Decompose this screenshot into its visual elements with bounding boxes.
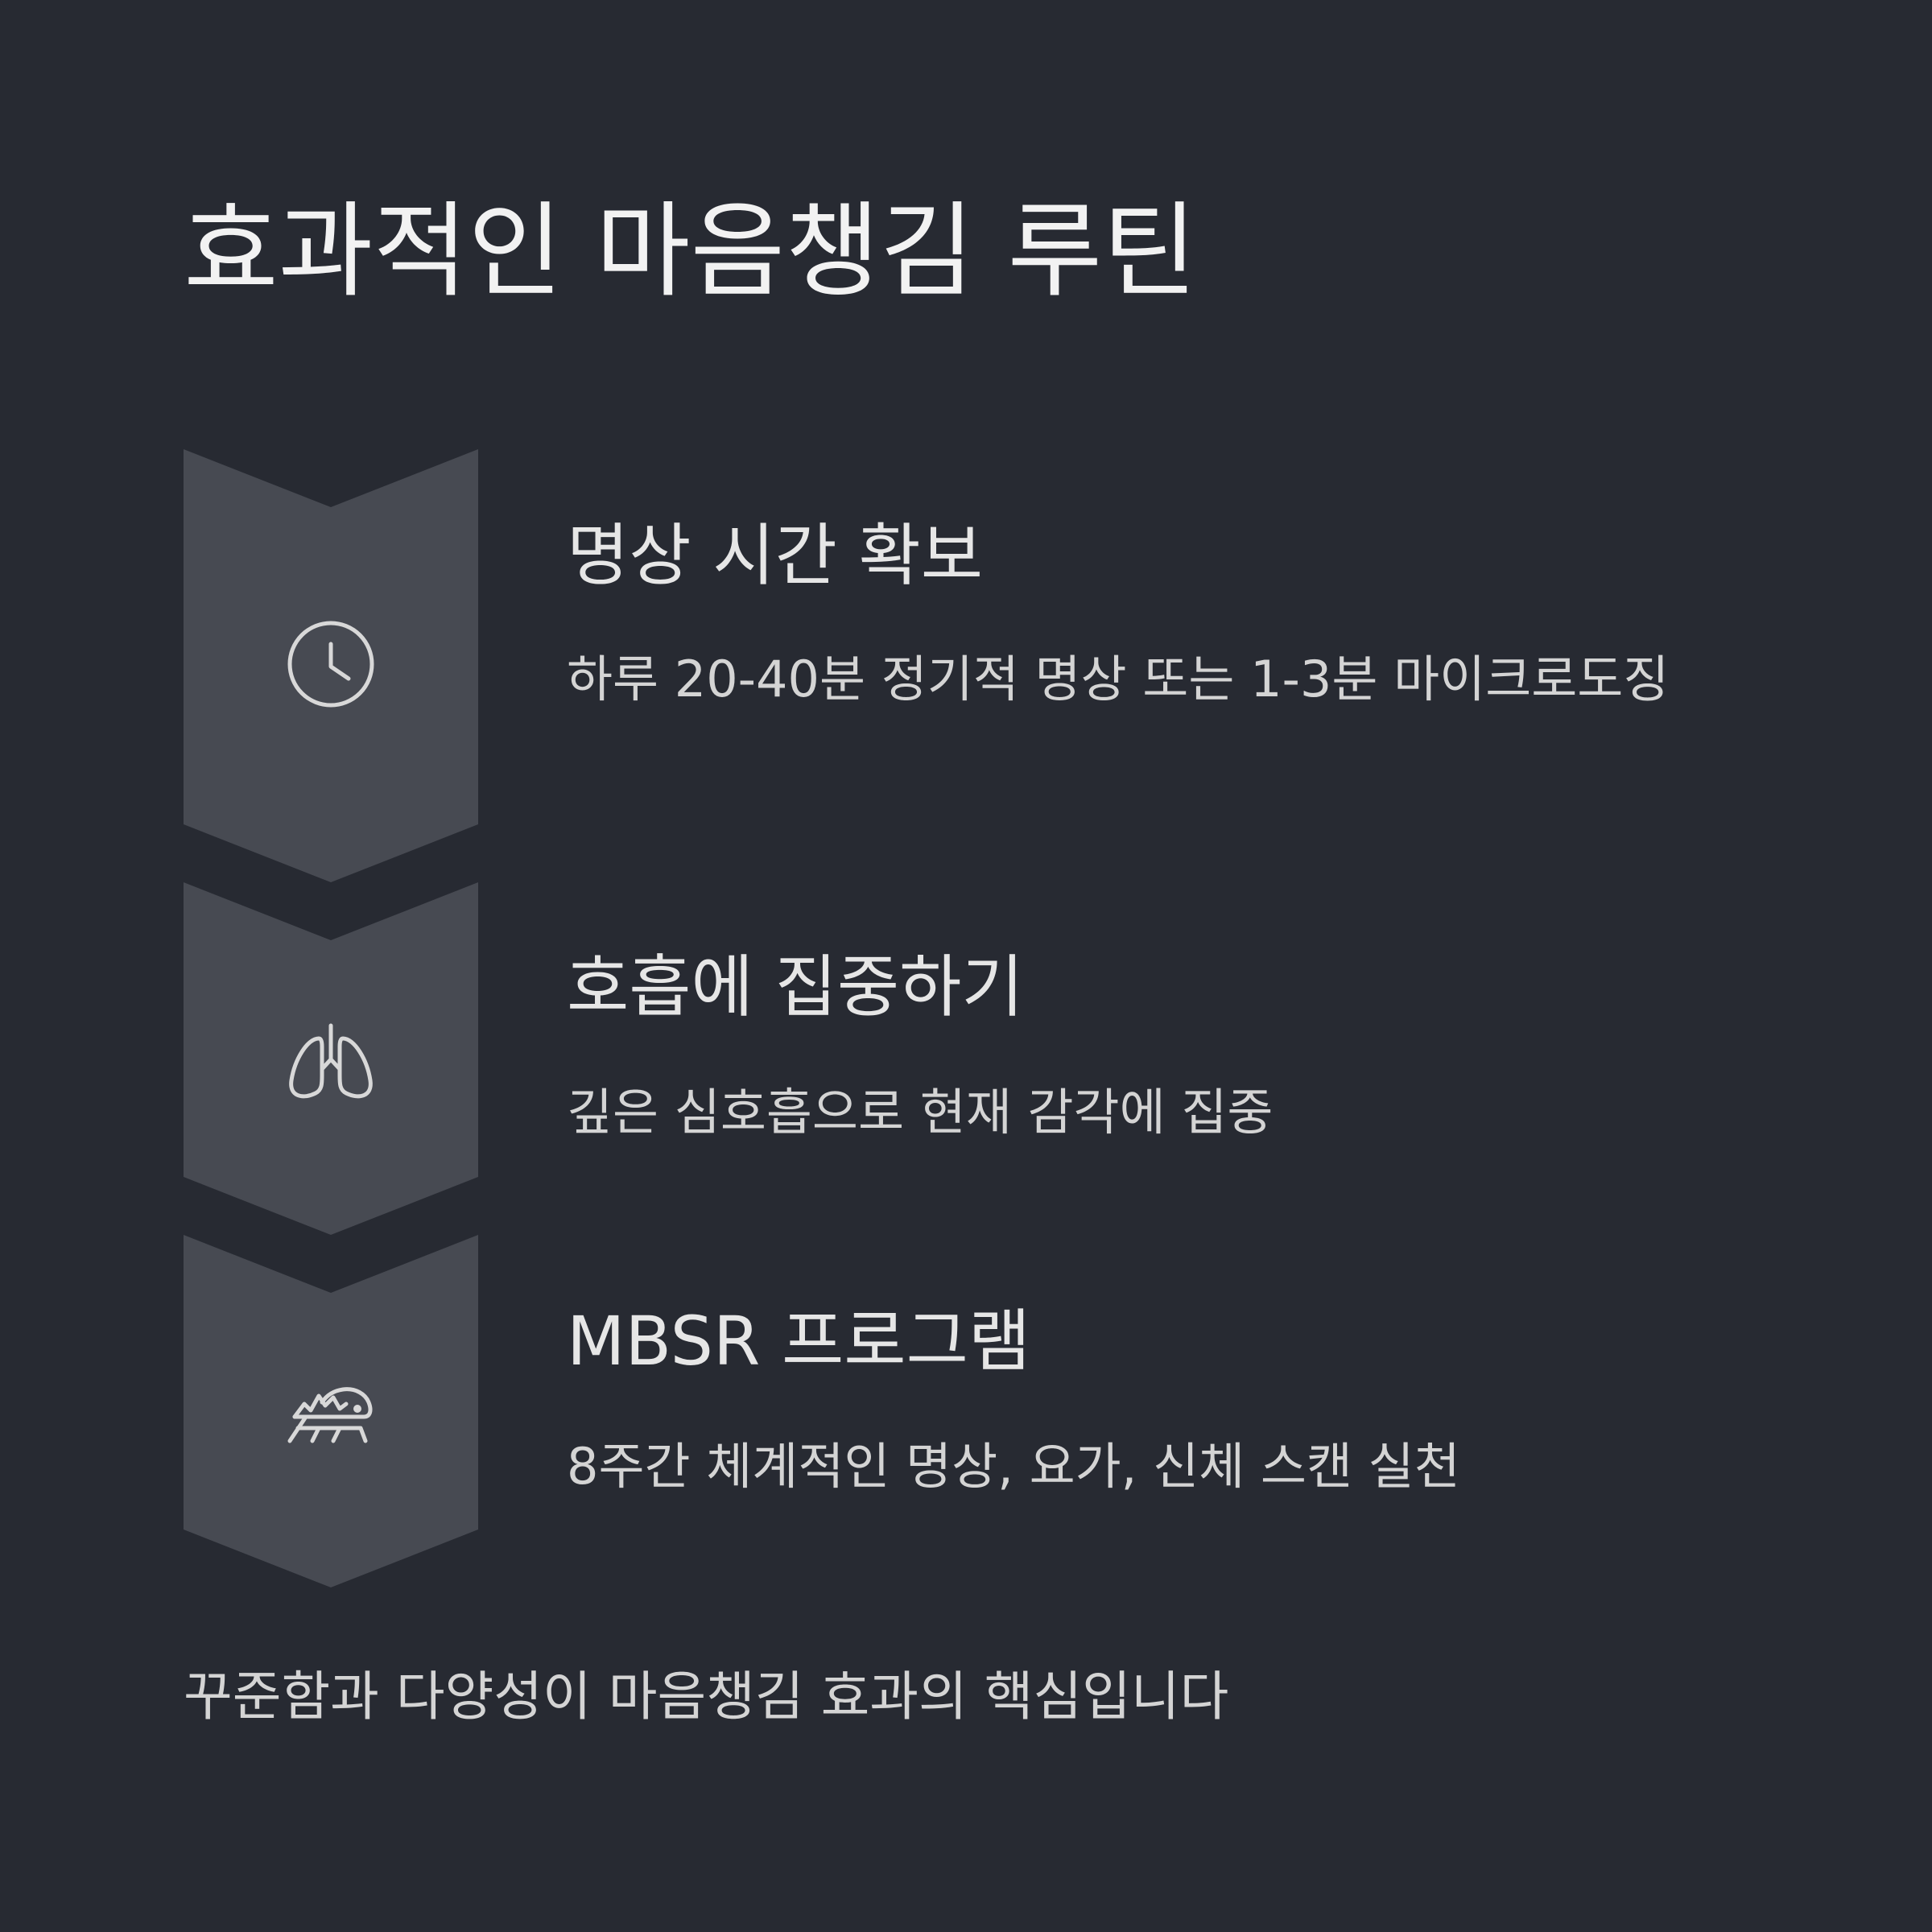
step-title: MBSR 프로그램 xyxy=(567,1302,1031,1381)
cricket-icon xyxy=(287,1367,375,1455)
lungs-icon xyxy=(287,1019,375,1108)
step-mbsr-program: MBSR 프로그램 8주간 체계적인 명상, 요가, 신체 스캔 실천 xyxy=(184,1235,1794,1589)
step-title: 명상 시간 확보 xyxy=(567,516,984,595)
step-breathing: 호흡에 집중하기 깊은 심호흡으로 현재 감각에 집중 xyxy=(184,882,1794,1236)
footer-note: 꾸준함과 다양성이 마음챙김 효과의 핵심입니다 xyxy=(184,1666,1229,1728)
clock-icon xyxy=(287,620,375,708)
step-meditation-time: 명상 시간 확보 하루 20-40분 정기적 명상 또는 1-3분 마이크로도징 xyxy=(184,449,1794,884)
step-description: 하루 20-40분 정기적 명상 또는 1-3분 마이크로도징 xyxy=(567,650,1670,708)
step-title: 호흡에 집중하기 xyxy=(567,947,1024,1026)
page-title: 효과적인 마음챙김 루틴 xyxy=(184,192,1197,312)
step-description: 8주간 체계적인 명상, 요가, 신체 스캔 실천 xyxy=(567,1437,1460,1496)
step-description: 깊은 심호흡으로 현재 감각에 집중 xyxy=(567,1083,1274,1141)
